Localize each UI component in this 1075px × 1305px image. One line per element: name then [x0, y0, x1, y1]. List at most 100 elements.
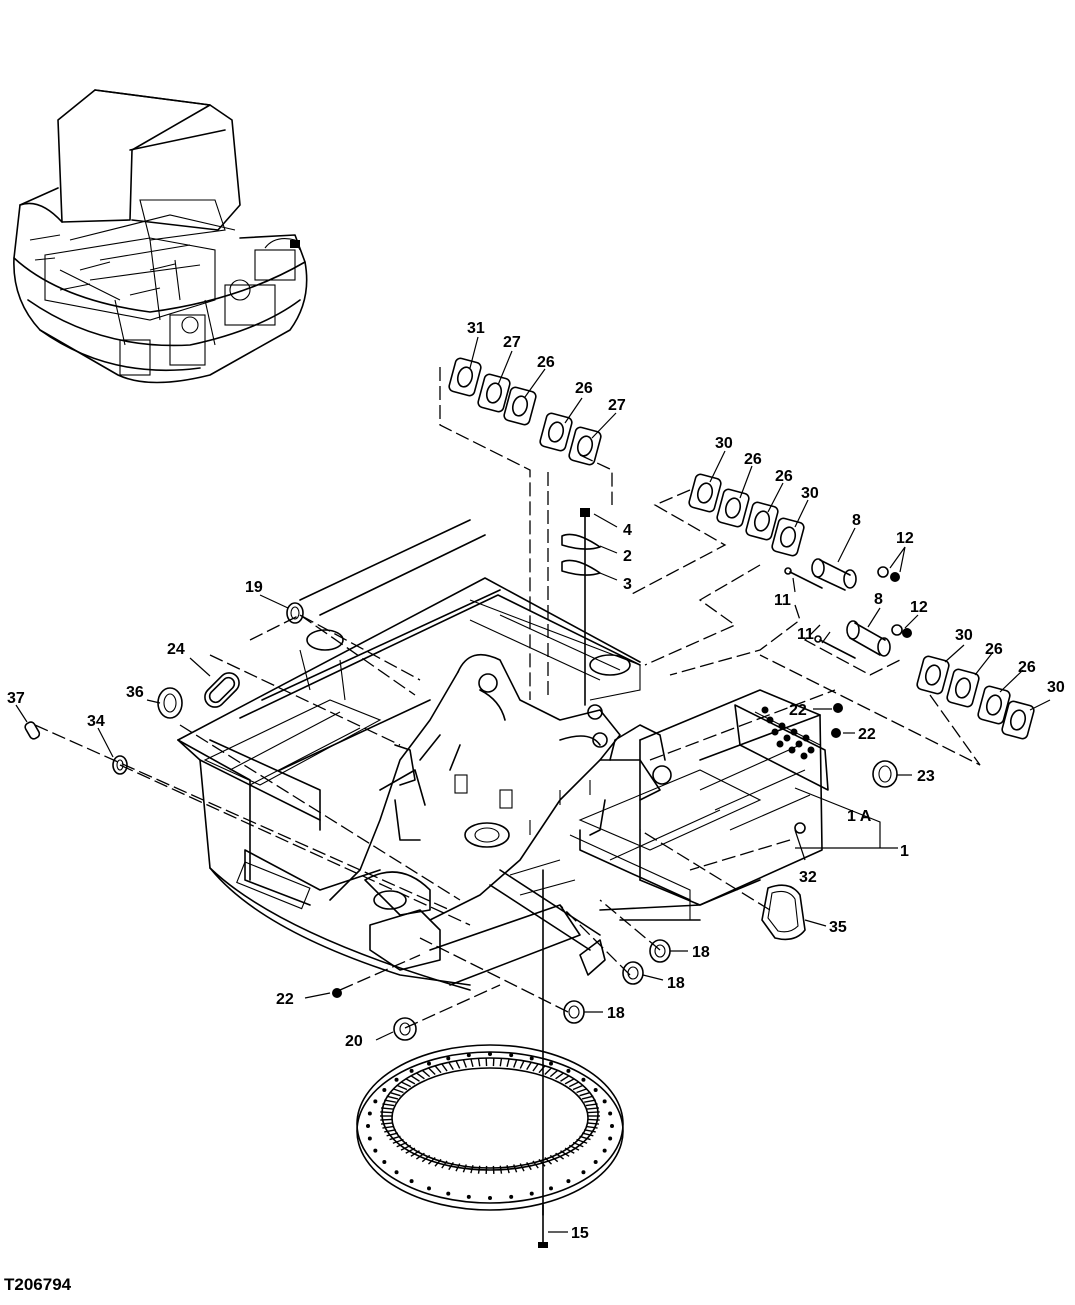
callout-26: 26: [985, 641, 1003, 658]
nuts-12: [878, 567, 912, 638]
callout-22: 22: [789, 702, 807, 719]
gear-tooth: [500, 1058, 501, 1066]
bolt-hole: [566, 1179, 570, 1183]
gear-tooth: [380, 1112, 392, 1113]
gear-tooth: [520, 1061, 524, 1069]
gear-tooth: [586, 1104, 598, 1106]
callout-26: 26: [575, 380, 593, 397]
callout-19: 19: [245, 579, 263, 596]
gear-tooth: [390, 1092, 401, 1095]
bolt-hole: [427, 1062, 431, 1066]
bolt-hole: [488, 1052, 492, 1056]
callout-leaders: [16, 337, 1050, 1232]
gear-tooth: [539, 1066, 545, 1073]
gear-tooth: [428, 1068, 435, 1075]
pin-11-lower: [815, 636, 855, 658]
shim-group-right-upper: [688, 473, 805, 557]
callout-11: 11: [774, 592, 791, 609]
callout-8: 8: [874, 591, 883, 608]
callout-32: 32: [799, 869, 817, 886]
pin-8-upper: [812, 559, 856, 590]
shim-group-upper-left: [448, 357, 602, 466]
gear-tooth: [393, 1089, 404, 1093]
gear-tooth: [527, 1062, 531, 1069]
bolt-hole: [608, 1137, 612, 1141]
bolt-hole: [603, 1149, 607, 1153]
callout-27: 27: [503, 334, 521, 351]
bolt-hole: [373, 1149, 377, 1153]
gear-tooth: [514, 1060, 517, 1068]
bolt-hole: [395, 1170, 399, 1174]
bolt-hole: [608, 1111, 612, 1115]
bolt-hole: [368, 1137, 372, 1141]
gear-tooth: [411, 1076, 420, 1082]
callout-20: 20: [345, 1033, 363, 1050]
callout-30: 30: [955, 627, 973, 644]
bolt-hole: [410, 1179, 414, 1183]
gear-tooth: [584, 1100, 596, 1102]
bolt-hole: [581, 1170, 585, 1174]
bolt-hole: [467, 1195, 471, 1199]
ring-19: [287, 603, 303, 623]
gear-tooth: [577, 1089, 588, 1093]
gear-tooth: [397, 1085, 407, 1089]
gear-tooth: [435, 1066, 441, 1073]
callout-31: 31: [467, 320, 485, 337]
grommet-24: [201, 669, 243, 711]
bolt-hole: [530, 1192, 534, 1196]
gear-tooth: [463, 1060, 466, 1068]
swing-bearing-ring: [357, 1045, 623, 1210]
callout-26: 26: [1018, 659, 1036, 676]
gear-tooth: [580, 1092, 591, 1095]
callout-22: 22: [276, 991, 294, 1008]
callout-30: 30: [801, 485, 819, 502]
callout-18: 18: [607, 1005, 625, 1022]
gear-tooth: [442, 1064, 447, 1071]
callout-30: 30: [715, 435, 733, 452]
pin-11-upper: [785, 568, 822, 588]
bolt-hole: [395, 1078, 399, 1082]
bolt-hole: [549, 1186, 553, 1190]
bolt-15: [538, 1205, 548, 1248]
gear-tooth: [545, 1068, 552, 1075]
gear-tooth: [449, 1062, 453, 1069]
bolt-hole: [446, 1192, 450, 1196]
callout-18: 18: [667, 975, 685, 992]
callout-36: 36: [126, 684, 144, 701]
callout-26: 26: [744, 451, 762, 468]
bolt-hole: [368, 1111, 372, 1115]
gear-tooth: [550, 1070, 557, 1076]
callout-12: 12: [910, 599, 928, 616]
gear-tooth: [471, 1059, 473, 1067]
bolt-hole: [581, 1078, 585, 1082]
gear-tooth: [422, 1070, 429, 1076]
callout-8: 8: [852, 512, 861, 529]
excavator-inset-illustration: [14, 90, 307, 383]
callout-2: 2: [623, 548, 632, 565]
callout-34: 34: [87, 713, 105, 730]
seal-36: [158, 688, 182, 718]
bolt-hole: [488, 1196, 492, 1200]
gear-tooth: [533, 1064, 538, 1071]
callout-1: 1: [900, 843, 909, 860]
bolt-hole: [594, 1088, 598, 1092]
bolt-hole: [530, 1056, 534, 1060]
callout-4: 4: [623, 522, 632, 539]
gear-tooth: [588, 1112, 600, 1113]
bolt-hole: [594, 1160, 598, 1164]
callout-labels: 31 27 26 26 27 30 26 26 30 8 12 11 4 2 3…: [7, 320, 1065, 1242]
gear-tooth: [401, 1082, 411, 1087]
callout-22: 22: [858, 726, 876, 743]
bolt-hole: [446, 1056, 450, 1060]
gear-tooth: [380, 1119, 392, 1120]
bolt-hole: [610, 1124, 614, 1128]
bolt-hole: [566, 1069, 570, 1073]
plate-3: [562, 560, 600, 575]
gear-tooth: [588, 1119, 600, 1120]
bolt-hole: [509, 1195, 513, 1199]
bolt-hole: [549, 1062, 553, 1066]
callout-11: 11: [797, 626, 814, 643]
gear-tooth: [479, 1058, 480, 1066]
